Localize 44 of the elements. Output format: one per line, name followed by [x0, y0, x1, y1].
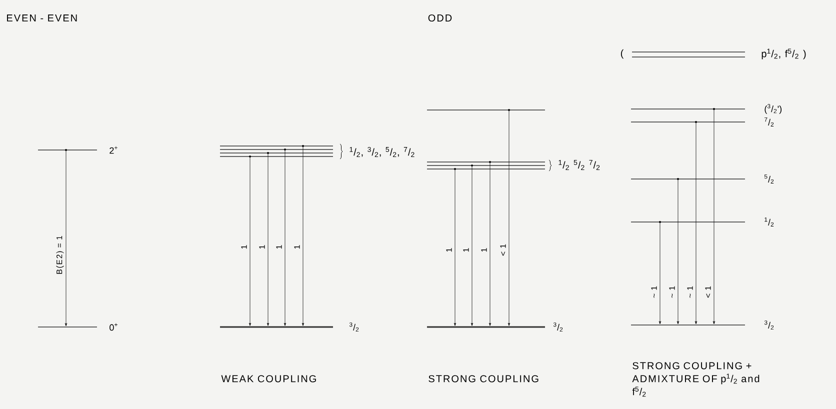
heading: EVEN - EVEN [7, 14, 77, 22]
transition-arrow [694, 122, 698, 324]
level-label: $^{3}$/$_{2}$ [764, 320, 774, 330]
transition-arrow [488, 162, 492, 326]
level-label: 0$^{+}$ [110, 323, 118, 331]
level-label: 2$^{+}$ [110, 146, 118, 154]
edge-label: 1 [276, 245, 282, 249]
edge-label: 1 [259, 245, 265, 249]
caption: WEAK COUPLING [221, 375, 316, 382]
transition-arrow [284, 149, 286, 326]
level-label: $^{5}$/$_{2}$ [764, 174, 774, 184]
bracket-text: ( [620, 49, 624, 59]
transition-arrow [302, 146, 304, 326]
edge-label: 1 [481, 248, 487, 252]
caption: STRONG COUPLING [428, 375, 538, 382]
edge-label: B(E2) = 1 [56, 236, 64, 274]
edge-label: ~ 1 [687, 286, 693, 298]
edge-label: 1 [446, 248, 452, 252]
level-label: p$^{1}$/$_{2}$, f$^{5}$/$_{2}$ ) [762, 48, 806, 60]
level-label: $^{3}$/$_{2}$ [349, 322, 359, 332]
transition-arrow [658, 222, 662, 324]
level-label: ($^{3}$/$_{2}$') [764, 104, 782, 114]
level-label: $^{1}$/$_{2}$ [764, 217, 774, 227]
edge-label: ~ 1 [669, 286, 675, 298]
level-label: $^{1}$/$_{2}$ $^{5}$/$_{2}$ $^{7}$/$_{2}$ [558, 160, 600, 170]
caption: STRONG COUPLING + ADMIXTURE OF p$^{1}$/$_{2}$ and f$^{5}$/$_{2}$ [632, 362, 760, 397]
level-label: $^{1}$/$_{2}$, $^{3}$/$_{2}$, $^{5}$/$_{2}$, $^{7}$/$_{2}$ [350, 147, 414, 157]
transition-arrow [676, 178, 680, 324]
transition-arrow [64, 150, 68, 326]
edge-label: < 1 [705, 286, 711, 298]
level-label: $^{3}$/$_{2}$ [553, 322, 563, 332]
transition-arrow [454, 168, 456, 326]
transition-arrow [712, 108, 716, 324]
transition-arrow [470, 165, 474, 326]
transition-arrow [248, 156, 252, 326]
edge-label: < 1 [500, 244, 506, 256]
edge-label: 1 [241, 245, 247, 249]
transition-arrow [508, 110, 510, 326]
heading: ODD [428, 14, 452, 22]
edge-label: 1 [294, 245, 300, 249]
edge-label: 1 [463, 248, 469, 252]
transition-arrow [266, 152, 270, 326]
level-label: $^{7}$/$_{2}$ [764, 117, 774, 127]
edge-label: ~ 1 [651, 286, 657, 298]
